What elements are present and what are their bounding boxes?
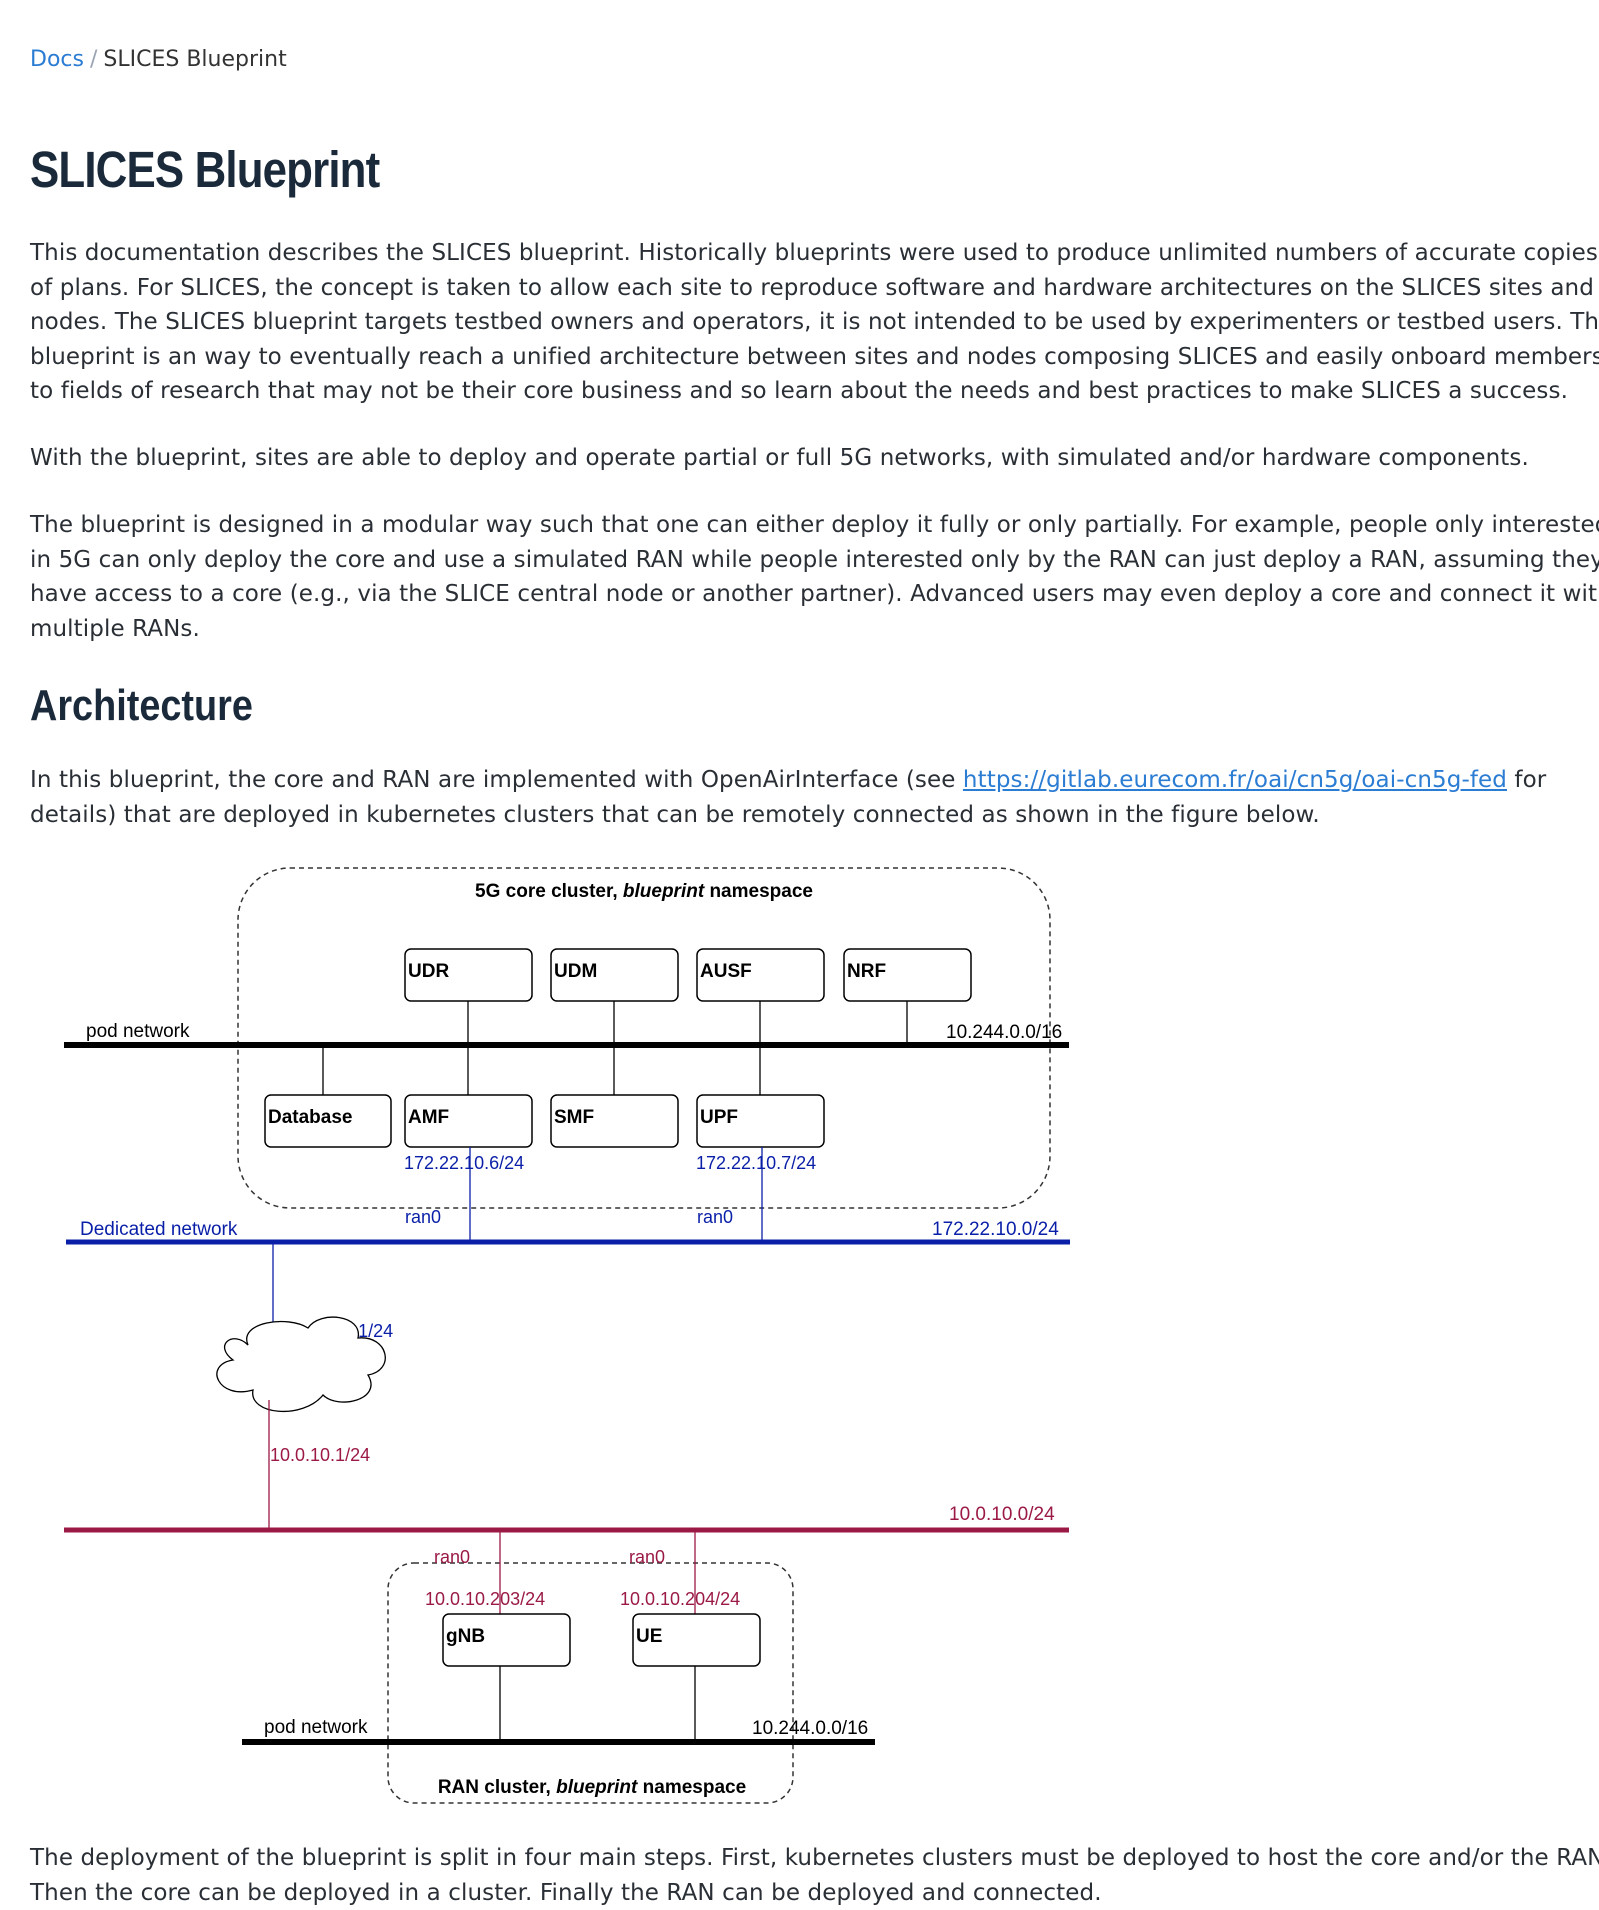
svg-text:gNB: gNB xyxy=(446,1626,485,1647)
intro-paragraph-2: With the blueprint, sites are able to de… xyxy=(30,445,1529,471)
dedicated-network-label: Dedicated network xyxy=(80,1219,238,1240)
nf-udm: UDM xyxy=(550,948,679,1002)
nf-upf: UPF xyxy=(696,1094,825,1148)
dedicated-network-subnet: 172.22.10.0/24 xyxy=(932,1219,1059,1240)
svg-text:AMF: AMF xyxy=(408,1107,449,1128)
amf-iface-label: ran0 xyxy=(405,1207,441,1227)
svg-text:UPF: UPF xyxy=(700,1107,738,1128)
ran-network-subnet: 10.0.10.0/24 xyxy=(949,1504,1055,1525)
svg-text:UE: UE xyxy=(636,1626,662,1647)
ue-ip-label: 10.0.10.204/24 xyxy=(620,1589,740,1609)
internet-cloud-icon xyxy=(216,1316,386,1413)
deployment-paragraph: The deployment of the blueprint is split… xyxy=(30,1845,1599,1906)
nf-ausf: AUSF xyxy=(696,948,825,1002)
core-cluster-label: 5G core cluster, blueprint namespace xyxy=(475,881,813,902)
breadcrumb-docs-link[interactable]: Docs xyxy=(30,47,84,72)
nf-nrf: NRF xyxy=(843,948,972,1002)
intro-paragraph-3: The blueprint is designed in a modular w… xyxy=(30,512,1599,642)
svg-text:UDR: UDR xyxy=(408,961,449,982)
architecture-heading: Architecture xyxy=(30,681,253,730)
page-title: SLICES Blueprint xyxy=(30,141,380,198)
nf-smf: SMF xyxy=(550,1094,679,1148)
amf-ip-label: 172.22.10.6/24 xyxy=(404,1153,524,1173)
gnb-ip-label: 10.0.10.203/24 xyxy=(425,1589,545,1609)
architecture-text-after: for details) that are deployed in kubern… xyxy=(30,767,1547,828)
oai-gitlab-link[interactable]: https://gitlab.eurecom.fr/oai/cn5g/oai-c… xyxy=(962,767,1507,793)
svg-text:SMF: SMF xyxy=(554,1107,594,1128)
core-pod-network-subnet: 10.244.0.0/16 xyxy=(946,1022,1062,1043)
breadcrumb-current: SLICES Blueprint xyxy=(103,47,287,72)
nf-udr: UDR xyxy=(404,948,533,1002)
ran-cluster-label: RAN cluster, blueprint namespace xyxy=(438,1777,746,1798)
svg-text:UDM: UDM xyxy=(554,961,597,982)
architecture-paragraph: In this blueprint, the core and RAN are … xyxy=(30,763,1599,832)
svg-text:Database: Database xyxy=(268,1107,353,1128)
nf-amf: AMF xyxy=(404,1094,533,1148)
nf-gnb: gNB xyxy=(442,1613,571,1667)
ran-pod-network-label: pod network xyxy=(264,1717,368,1738)
upf-ip-label: 172.22.10.7/24 xyxy=(696,1153,816,1173)
architecture-diagram: 5G core cluster, blueprint namespace UDR… xyxy=(64,867,1070,1804)
ran-pod-network-subnet: 10.244.0.0/16 xyxy=(752,1718,868,1739)
router-ran-ip: 10.0.10.1/24 xyxy=(270,1445,370,1465)
svg-text:NRF: NRF xyxy=(847,961,886,982)
nf-ue: UE xyxy=(632,1613,761,1667)
intro-paragraph-1: This documentation describes the SLICES … xyxy=(30,240,1599,404)
ue-iface-label: ran0 xyxy=(629,1547,665,1567)
svg-text:AUSF: AUSF xyxy=(700,961,752,982)
upf-iface-label: ran0 xyxy=(697,1207,733,1227)
architecture-text-before: In this blueprint, the core and RAN are … xyxy=(30,767,963,793)
breadcrumb: Docs/SLICES Blueprint xyxy=(30,47,287,72)
core-pod-network-label: pod network xyxy=(86,1021,190,1042)
breadcrumb-separator: / xyxy=(89,47,98,72)
nf-database: Database xyxy=(264,1094,392,1148)
ran-cluster-boundary xyxy=(387,1562,794,1804)
core-cluster-boundary xyxy=(237,867,1051,1209)
gnb-iface-label: ran0 xyxy=(434,1547,470,1567)
